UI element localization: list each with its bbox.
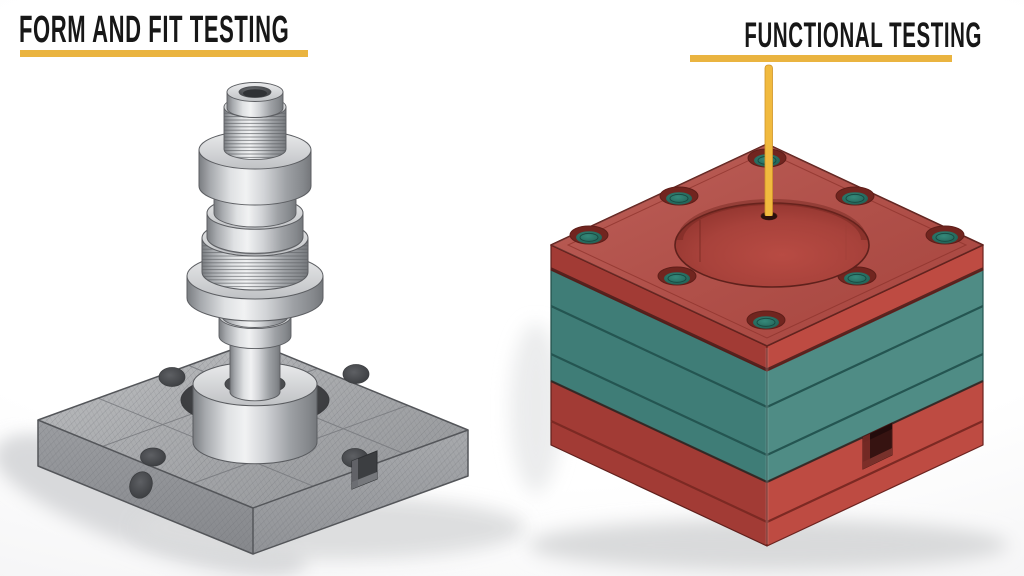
- plate-side-square-pocket: [351, 450, 378, 490]
- bolt-hole: [569, 225, 609, 245]
- functional-assembly: [550, 64, 984, 547]
- top-face-chamfer-edge: [566, 151, 968, 339]
- left-title-underline: [20, 50, 308, 57]
- bolt-hole: [925, 225, 965, 245]
- bolt-hole: [746, 310, 786, 330]
- pointer-rod: [764, 64, 773, 218]
- layer-seam-lines: [550, 267, 984, 523]
- right-title: FUNCTIONAL TESTING: [744, 16, 983, 55]
- plate-side-round-hole: [129, 471, 153, 499]
- block-bolt-holes: [569, 148, 965, 330]
- left-title: FORM AND FIT TESTING: [19, 9, 290, 51]
- bolt-hole: [657, 266, 697, 286]
- bolt-hole: [659, 186, 699, 206]
- plate-bolt-holes: [140, 364, 370, 468]
- form-fit-assembly: [37, 82, 469, 555]
- bolt-hole: [835, 186, 875, 206]
- block-side-square-pocket: [862, 422, 893, 470]
- spindle: [180, 82, 330, 465]
- center-hole-front-rim: [761, 216, 777, 220]
- right-title-underline: [690, 55, 952, 62]
- top-cylinder: [226, 82, 284, 118]
